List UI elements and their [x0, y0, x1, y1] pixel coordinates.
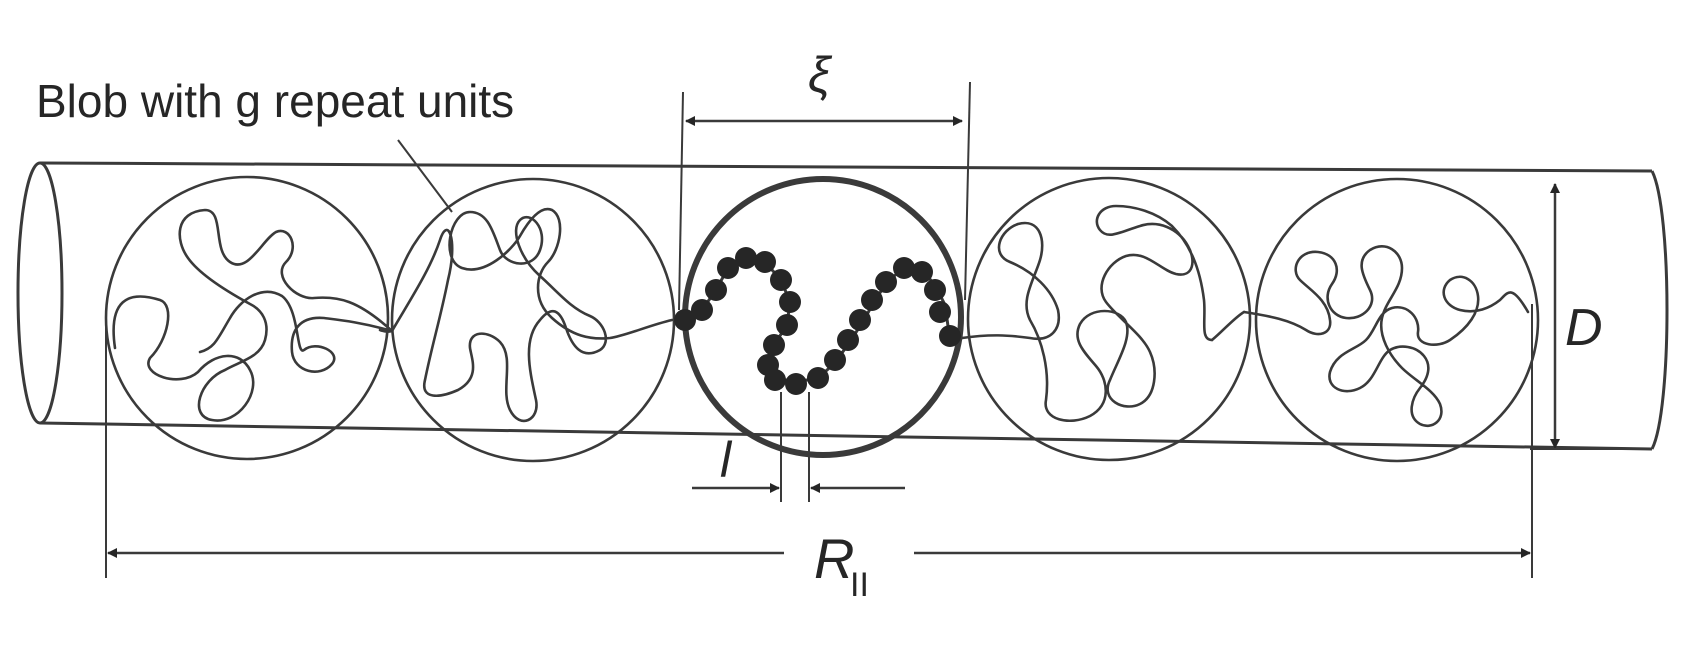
- chain-segment-blob-4: [960, 204, 1214, 423]
- tube-left-end: [16, 161, 64, 425]
- blob-4: [966, 176, 1252, 462]
- blob-2: [390, 177, 676, 463]
- tube-top-edge: [39, 161, 1653, 173]
- r-parallel-dimension: R II: [105, 304, 1533, 604]
- bead: [939, 325, 961, 347]
- d-label: D: [1565, 299, 1603, 357]
- bead: [929, 301, 951, 323]
- blob-3-highlighted: [682, 176, 964, 458]
- blob-caption-leader: [397, 139, 453, 213]
- xi-extension-left: [678, 91, 684, 311]
- bead: [764, 369, 786, 391]
- bead: [763, 334, 785, 356]
- bead: [911, 261, 933, 283]
- bead: [824, 349, 846, 371]
- l-dimension: l: [692, 392, 905, 502]
- tube-right-end: [1650, 170, 1669, 450]
- bead: [754, 251, 776, 273]
- bead: [779, 291, 801, 313]
- blob-row: [104, 175, 1540, 463]
- r-symbol: R: [814, 527, 854, 590]
- polymer-chain: [112, 204, 1530, 427]
- xi-extension-right: [964, 81, 971, 301]
- xi-dimension: ξ: [678, 47, 971, 311]
- bead: [861, 289, 883, 311]
- bead: [770, 269, 792, 291]
- chain-link-blob1-blob2: [378, 328, 394, 333]
- blob-1: [104, 175, 390, 461]
- bead: [674, 309, 696, 331]
- d-dimension: D: [1530, 183, 1625, 450]
- bead: [837, 329, 859, 351]
- l-label: l: [720, 432, 733, 488]
- bead: [785, 373, 807, 395]
- bead: [717, 257, 739, 279]
- blob-5: [1254, 177, 1540, 463]
- xi-label: ξ: [808, 47, 833, 103]
- bead: [691, 299, 713, 321]
- tube: [16, 161, 1669, 451]
- bead: [875, 271, 897, 293]
- bead: [893, 257, 915, 279]
- chain-segment-blob-1: [112, 208, 394, 422]
- chain-segment-blob-5: [1242, 245, 1530, 427]
- bead: [807, 367, 829, 389]
- bead-chain: [674, 247, 961, 395]
- bead: [849, 309, 871, 331]
- chain-link-blob4-blob5: [1210, 310, 1246, 342]
- blob-caption: Blob with g repeat units: [36, 75, 514, 127]
- bead: [735, 247, 757, 269]
- r-parallel-label: R: [814, 527, 854, 590]
- r-subscript: II: [850, 566, 869, 604]
- tube-bottom-edge: [39, 421, 1653, 451]
- bead: [705, 279, 727, 301]
- bead: [924, 279, 946, 301]
- bead: [776, 314, 798, 336]
- chain-segment-blob-2: [390, 207, 674, 423]
